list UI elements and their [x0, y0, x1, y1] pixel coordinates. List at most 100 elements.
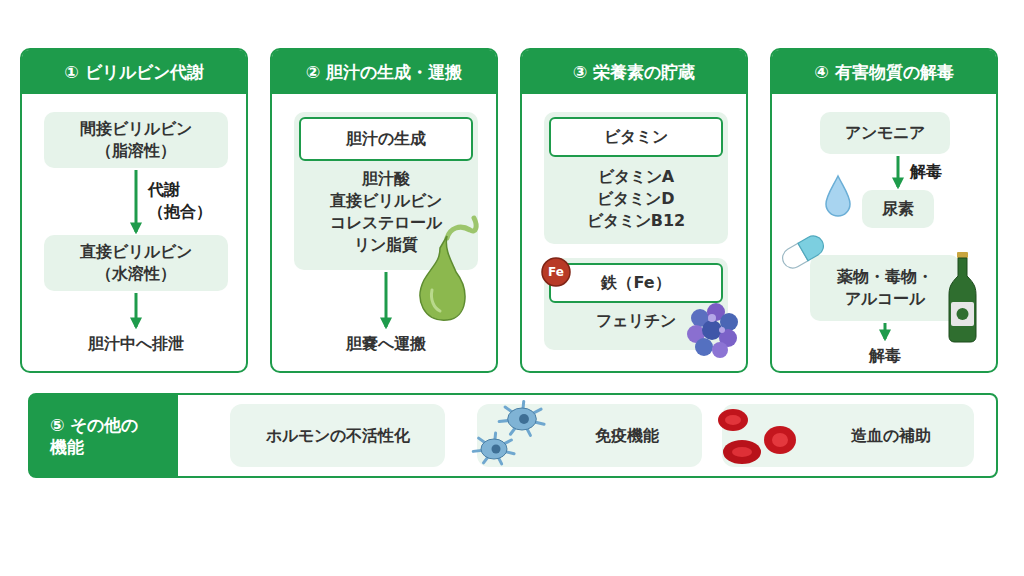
- flow-arrow: [135, 170, 138, 232]
- item-text: ホルモンの不活性化: [266, 425, 410, 447]
- ferritin-part: [720, 313, 738, 331]
- ferritin-part: [687, 325, 705, 343]
- gallbladder-shine: [431, 290, 440, 311]
- panel-heading: ② 胆汁の生成・運搬: [272, 50, 496, 94]
- result-text: 解毒: [869, 345, 901, 367]
- function-item-box: 免疫機能: [477, 404, 702, 467]
- red-blood-cell: [764, 426, 796, 454]
- iron-circle: [542, 258, 570, 286]
- water-drop-icon: [826, 176, 850, 216]
- panel-heading: ③ 栄養素の貯蔵: [522, 50, 746, 94]
- band-heading: ⑤ その他の 機能: [50, 414, 154, 458]
- capsule-icon: [779, 232, 827, 271]
- box-text: アンモニア: [845, 122, 925, 144]
- info-box: 間接ビリルビン （脂溶性）: [44, 112, 228, 168]
- flow-arrow: [884, 323, 887, 339]
- beer-bottle-icon: [949, 252, 976, 342]
- ferritin-part: [719, 329, 737, 347]
- bottle-label-mark: [957, 308, 969, 320]
- cell-dendrite: [473, 449, 494, 451]
- function-panel: ② 胆汁の生成・運搬胆汁酸 直接ビリルビン コレステロール リン脂質胆汁の生成胆…: [270, 48, 498, 373]
- cell-body: [481, 439, 507, 459]
- result-text: 胆汁中へ排泄: [88, 333, 184, 355]
- info-box: 薬物・毒物・ アルコール: [810, 255, 960, 321]
- flow-arrow: [897, 156, 900, 187]
- red-blood-cell-center: [725, 415, 741, 425]
- bottle-cap: [957, 252, 968, 258]
- ferritin-part: [708, 314, 716, 322]
- info-box: フェリチン 鉄（Fe）: [544, 258, 728, 350]
- box-text: 薬物・毒物・ アルコール: [829, 266, 941, 310]
- heading-box: 胆汁の生成: [299, 117, 473, 161]
- cell-dendrite: [510, 419, 522, 434]
- box-heading: ビタミン: [604, 126, 668, 148]
- function-item-box: ホルモンの不活性化: [230, 404, 445, 467]
- edge-label: 解毒: [908, 161, 980, 183]
- panel-heading: ④ 有害物質の解毒: [772, 50, 996, 94]
- heading-box: 鉄（Fe）: [549, 263, 723, 303]
- flow-arrow: [385, 272, 388, 327]
- red-blood-cell-icon: [718, 409, 796, 464]
- edge-label: 代謝 （抱合）: [146, 179, 218, 223]
- item-text: 免疫機能: [595, 425, 659, 447]
- cell-dendrite: [483, 449, 494, 463]
- result-text-node: 解毒: [810, 342, 960, 370]
- ferritin-part: [695, 338, 713, 356]
- capsule-half: [779, 243, 808, 271]
- red-blood-cell: [723, 440, 761, 464]
- cell-dendrite: [499, 419, 522, 422]
- water-drop: [826, 176, 850, 216]
- function-item-box: 造血の補助: [722, 404, 974, 467]
- box-text: フェリチン: [596, 310, 676, 332]
- bile-duct: [447, 218, 476, 238]
- cell-nucleus: [519, 414, 529, 424]
- item-text: 造血の補助: [851, 425, 931, 447]
- ferritin-part: [712, 342, 728, 358]
- bottle-label: [951, 302, 974, 326]
- other-functions-band: ⑤ その他の 機能 ホルモンの不活性化 免疫機能 造血の補助: [28, 393, 998, 478]
- cell-dendrite: [494, 433, 496, 449]
- cell-dendrite: [505, 407, 522, 419]
- box-text: 胆汁酸 直接ビリルビン コレステロール リン脂質: [325, 168, 447, 256]
- red-blood-cell: [718, 409, 748, 431]
- cell-nucleus: [492, 445, 501, 454]
- panel-heading: ① ビリルビン代謝: [22, 50, 246, 94]
- box-text: 直接ビリルビン （水溶性）: [74, 241, 198, 285]
- result-text-node: 胆汁中へ排泄: [44, 330, 228, 358]
- immune-cell-icon: [473, 401, 544, 463]
- result-text-node: 胆嚢へ運搬: [294, 330, 478, 358]
- flow-arrow: [135, 293, 138, 327]
- ferritin-part: [719, 327, 725, 333]
- info-box: 直接ビリルビン （水溶性）: [44, 235, 228, 291]
- cell-dendrite: [522, 419, 530, 435]
- function-panel: ③ 栄養素の貯蔵ビタミンA ビタミンD ビタミンB12 ビタミンフェリチン 鉄（Fe…: [520, 48, 748, 373]
- info-box: 胆汁酸 直接ビリルビン コレステロール リン脂質 胆汁の生成: [294, 112, 478, 270]
- ferritin-icon: [687, 303, 738, 358]
- bottle: [949, 258, 976, 342]
- ferritin-part: [702, 320, 722, 340]
- box-heading: 胆汁の生成: [346, 128, 426, 150]
- box-text: 尿素: [882, 198, 914, 220]
- box-text: ビタミンA ビタミンD ビタミンB12: [584, 166, 688, 232]
- iron-icon: [542, 258, 570, 286]
- cell-dendrite: [522, 401, 524, 419]
- result-text: 胆嚢へ運搬: [346, 333, 426, 355]
- cell-dendrite: [494, 449, 514, 454]
- box-text: 間接ビリルビン （脂溶性）: [74, 118, 198, 162]
- cell-dendrite: [494, 440, 511, 449]
- heading-box: ビタミン: [549, 117, 723, 157]
- function-panel: ④ 有害物質の解毒アンモニア尿素薬物・毒物・ アルコール解毒: [770, 48, 998, 373]
- gallbladder: [420, 236, 465, 320]
- box-heading: 鉄（Fe）: [601, 272, 670, 294]
- gallbladder-icon: [420, 218, 476, 320]
- cell-dendrite: [479, 438, 494, 449]
- red-blood-cell-center: [772, 433, 788, 447]
- cell-body: [508, 408, 537, 430]
- info-box: 尿素: [862, 190, 934, 228]
- cell-dendrite: [522, 419, 544, 424]
- cell-dendrite: [522, 409, 541, 419]
- iron-symbol-label: Fe: [548, 265, 564, 279]
- capsule-half: [798, 232, 827, 260]
